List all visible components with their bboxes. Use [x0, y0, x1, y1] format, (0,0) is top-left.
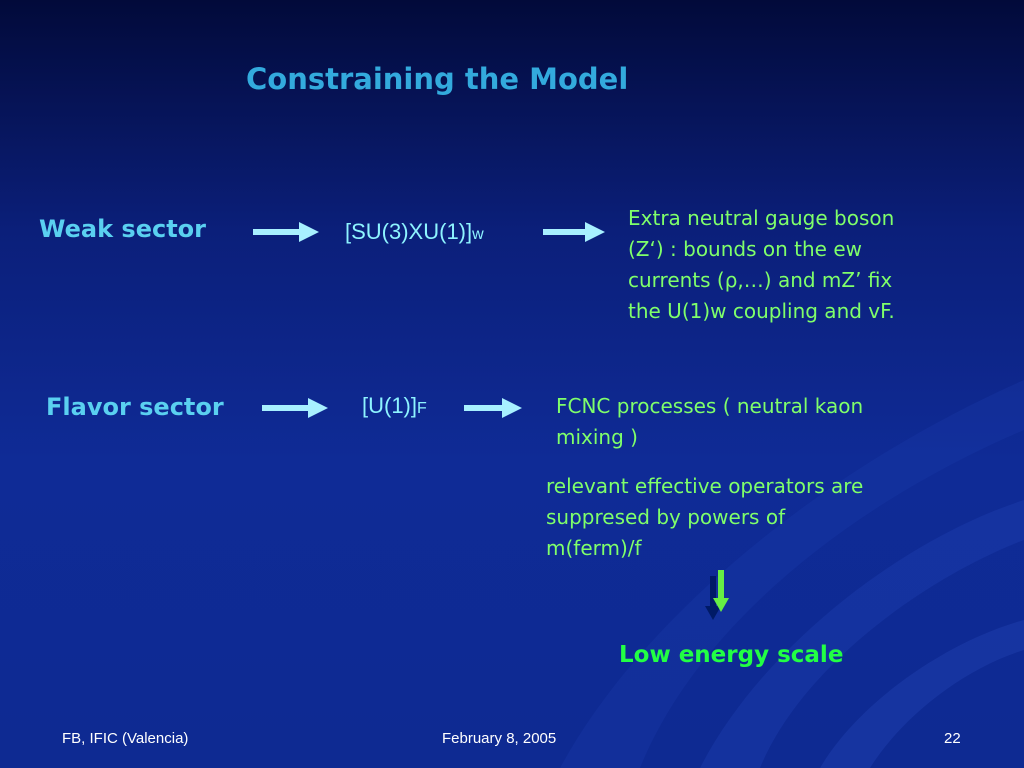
flavor-result-arrow-icon [464, 398, 522, 418]
weak-group-formula: [SU(3)XU(1)]w [345, 219, 484, 245]
weak-result-arrow-icon [543, 222, 605, 242]
flavor-group-subscript: F [417, 400, 427, 417]
flavor-group-formula: [U(1)]F [362, 393, 427, 419]
slide-title: Constraining the Model [246, 62, 629, 96]
footer-author: FB, IFIC (Valencia) [62, 730, 189, 747]
footer-date: February 8, 2005 [442, 730, 557, 747]
suppression-line: suppresed by powers of [546, 505, 786, 529]
suppression-line: relevant effective operators are [546, 474, 864, 498]
weak-sector-arrow-icon [253, 222, 319, 242]
weak-result-line: currents (ρ,…) and mZ’ fix [628, 268, 893, 292]
flavor-sector-result: FCNC processes ( neutral kaon mixing ) [556, 391, 863, 453]
weak-sector-result: Extra neutral gauge boson (Z‘) : bounds … [628, 203, 895, 327]
weak-result-line: (Z‘) : bounds on the ew [628, 237, 862, 261]
weak-result-line: Extra neutral gauge boson [628, 206, 895, 230]
weak-result-line: the U(1)w coupling and vF. [628, 299, 895, 323]
conclusion-text: Low energy scale [619, 642, 844, 668]
weak-group-subscript: w [472, 226, 484, 243]
flavor-sector-label: Flavor sector [46, 393, 224, 421]
suppression-note: relevant effective operators are suppres… [546, 471, 863, 564]
suppression-line: m(ferm)/f [546, 536, 642, 560]
footer-page-number: 22 [944, 730, 961, 747]
flavor-result-line: mixing ) [556, 425, 638, 449]
flavor-sector-arrow-icon [262, 398, 328, 418]
weak-sector-label: Weak sector [39, 215, 206, 243]
down-arrow-icon [705, 570, 729, 620]
flavor-group-text: [U(1)] [362, 393, 417, 418]
weak-group-text: [SU(3)XU(1)] [345, 219, 473, 244]
flavor-result-line: FCNC processes ( neutral kaon [556, 394, 864, 418]
